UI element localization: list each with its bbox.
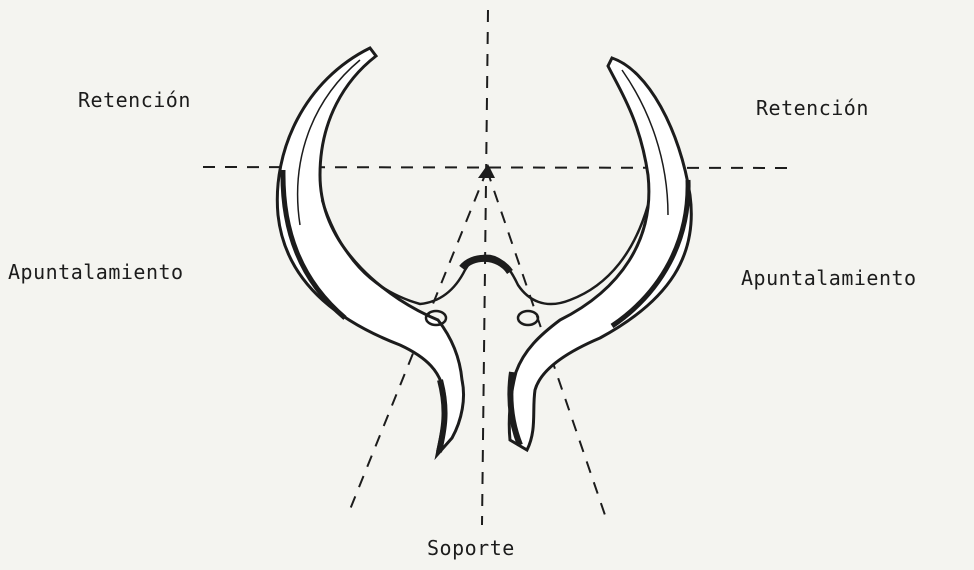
clasp-right-arm bbox=[509, 58, 691, 450]
retention-label-right: Retención bbox=[756, 96, 869, 120]
bracing-label-left: Apuntalamiento bbox=[8, 260, 184, 284]
right-rest-mark bbox=[518, 311, 538, 325]
bracing-label-right: Apuntalamiento bbox=[741, 266, 917, 290]
clasp-left-arm bbox=[277, 48, 463, 455]
retention-label-left: Retención bbox=[78, 88, 191, 112]
convergence-point bbox=[478, 164, 495, 178]
support-label: Soporte bbox=[427, 536, 515, 560]
guide-lines bbox=[203, 10, 790, 525]
vertical-axis-line bbox=[482, 10, 488, 525]
